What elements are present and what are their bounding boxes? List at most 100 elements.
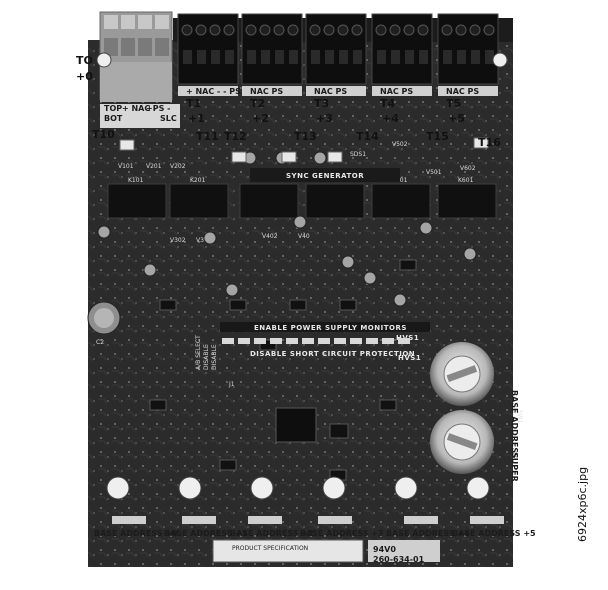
left-block-label-4: SLC — [160, 114, 177, 123]
j1-label: J1 — [228, 381, 235, 388]
left-block-label-0: TOP — [104, 104, 122, 113]
dip-switch[interactable] — [318, 338, 330, 344]
address-jumper[interactable] — [248, 516, 282, 524]
relay-label: K101 — [128, 177, 144, 184]
hvs2-label: HVS1 — [398, 354, 421, 362]
sticker-line2: 260-634-01 — [373, 555, 425, 564]
connector — [281, 151, 297, 163]
dip-switch[interactable] — [366, 338, 378, 344]
terminal-label-2: T2 — [250, 97, 265, 110]
mounting-hole — [394, 476, 418, 500]
dip-switch[interactable] — [254, 338, 266, 344]
sticker-line1: 94V0 — [373, 545, 396, 554]
sticker-small: PRODUCT SPECIFICATION — [232, 545, 308, 552]
capacitor — [419, 221, 433, 235]
component-v302-label: V302 — [170, 237, 186, 244]
c2-label: C2 — [96, 339, 104, 346]
component-v402-label: V402 — [262, 233, 278, 240]
rotary-switch-top[interactable] — [430, 342, 494, 406]
sw1-label: SW1 — [516, 410, 523, 424]
mounting-hole — [492, 52, 508, 68]
dip-switch[interactable] — [334, 338, 346, 344]
base-address-side-label: BASE ADDRESS — [510, 390, 519, 459]
left-label-plus0: +0 — [76, 70, 93, 83]
left-label-to: TO — [76, 54, 93, 67]
terminal-plus-2: +2 — [252, 112, 269, 125]
dip-switch[interactable] — [270, 338, 282, 344]
ic — [219, 459, 237, 471]
relay-k101: K101 — [107, 177, 167, 219]
component-sds1-label: SDS1 — [350, 151, 366, 158]
mounting-hole — [466, 476, 490, 500]
component-v501-label: V501 — [426, 169, 442, 176]
address-jumper[interactable] — [318, 516, 352, 524]
terminal-plus-4: +4 — [382, 112, 399, 125]
filename-caption: 6924xp6c.jpg — [576, 467, 589, 542]
bus-terminal-t12: T12 — [224, 130, 247, 143]
bus-terminal-t13: T13 — [294, 130, 317, 143]
left-terminal-block — [99, 11, 173, 102]
address-jumper[interactable] — [470, 516, 504, 524]
ic — [339, 299, 357, 311]
disable-label: DISABLE SHORT CIRCUIT PROTECTION — [250, 350, 415, 358]
component-v40-label: V40 — [298, 233, 310, 240]
relay-label: K601 — [458, 177, 474, 184]
left-label-panel — [100, 104, 180, 128]
rotary-switch-bottom[interactable] — [430, 410, 494, 474]
dip-switch[interactable] — [382, 338, 394, 344]
capacitor — [97, 225, 111, 239]
capacitor — [463, 247, 477, 261]
main-chip — [275, 407, 317, 443]
capacitor — [293, 215, 307, 229]
terminal-label-1: T1 — [186, 97, 201, 110]
left-block-label-2: + NAC - — [122, 104, 156, 113]
capacitor — [225, 283, 239, 297]
dip-switch[interactable] — [350, 338, 362, 344]
component-v301-label: V301 — [196, 237, 212, 244]
dip-switch[interactable] — [238, 338, 250, 344]
dip-switch[interactable] — [222, 338, 234, 344]
ic — [159, 299, 177, 311]
terminal-block-1: + NAC - - PS +T1+1 — [177, 13, 250, 125]
mounting-hole — [106, 476, 130, 500]
mounting-hole — [178, 476, 202, 500]
address-jumper[interactable] — [404, 516, 438, 524]
left-block-label-1: BOT — [104, 114, 123, 123]
enable-band — [220, 322, 430, 332]
connector — [327, 151, 343, 163]
bus-terminal-t15: T15 — [426, 130, 449, 143]
terminal-label-5: T5 — [446, 97, 461, 110]
bus-terminal-t16: T16 — [478, 136, 501, 149]
base-address-label-3: BASE ADDRESS +3 — [300, 529, 384, 538]
capacitor — [363, 271, 377, 285]
ic — [399, 259, 417, 271]
address-jumper[interactable] — [182, 516, 216, 524]
small-chip — [329, 423, 349, 439]
enable-label: ENABLE POWER SUPPLY MONITORS — [254, 324, 407, 332]
ab-select-label: A/B SELECT — [195, 335, 202, 370]
base-address-label-5: BASE ADDRESS +5 — [452, 529, 536, 538]
relay-k501: K501 — [371, 177, 431, 219]
address-jumper[interactable] — [112, 516, 146, 524]
connector — [231, 151, 247, 163]
dip-switch[interactable] — [398, 338, 410, 344]
mounting-hole — [96, 52, 112, 68]
ic — [379, 399, 397, 411]
dip-switch[interactable] — [286, 338, 298, 344]
nac-ps-header-4: NAC PS — [380, 87, 413, 96]
dip-switch[interactable] — [302, 338, 314, 344]
disable-b-label: DISABLE — [211, 344, 218, 370]
ic — [289, 299, 307, 311]
super-label: SUPER — [510, 452, 519, 482]
connector — [119, 139, 135, 151]
left-block-label-3: +PS - — [146, 104, 170, 113]
component-v201-label: V201 — [146, 163, 162, 170]
base-address-label-2: BASE ADDRESS +2 — [230, 529, 314, 538]
component-v502-label: V502 — [392, 141, 408, 148]
base-address-label-4: BASE ADDRESS +4 — [386, 529, 470, 538]
ic — [259, 339, 277, 351]
bus-terminal-t11: T11 — [196, 130, 219, 143]
